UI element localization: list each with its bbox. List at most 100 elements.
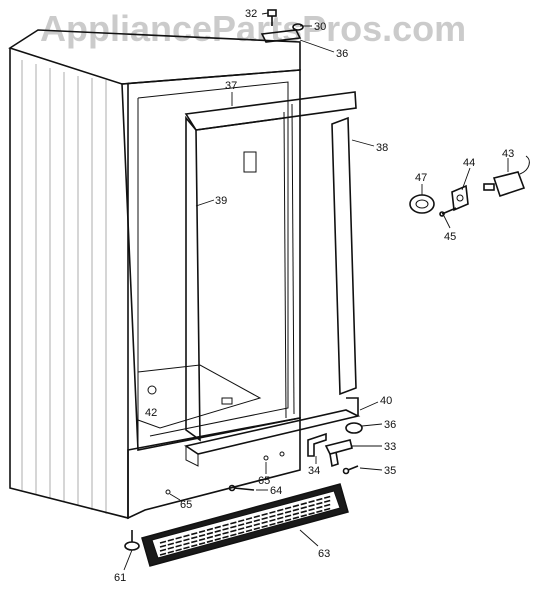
grille-slot	[175, 544, 182, 548]
grille-slot	[183, 534, 190, 538]
grille-slot	[214, 533, 221, 537]
grille-slot	[237, 519, 245, 523]
callout-42: 42	[145, 407, 157, 419]
callout-36b: 36	[384, 419, 396, 431]
callout-36: 36	[336, 48, 348, 60]
grille-slot	[261, 512, 268, 517]
grille-slot	[292, 504, 300, 508]
grille-slot	[284, 506, 292, 510]
grille-slot	[284, 510, 292, 514]
grille-slot	[237, 531, 245, 535]
grille-slot	[198, 533, 206, 538]
grille-slot	[191, 544, 198, 548]
screw-64	[228, 484, 255, 492]
grille-slot	[323, 499, 331, 503]
grille-slot	[167, 550, 175, 554]
grille-slot	[183, 546, 190, 550]
hinge-bracket-30	[260, 23, 304, 43]
toe-grille-63	[141, 483, 349, 567]
grille-slot	[323, 495, 331, 499]
door-gasket-frame	[184, 91, 357, 442]
grille-slot	[292, 516, 300, 520]
grille-slot	[230, 521, 237, 525]
grille-slot	[175, 536, 182, 540]
grille-slot	[175, 540, 182, 544]
grille-slot	[300, 502, 307, 506]
screw-32	[267, 9, 277, 26]
grille-slot	[269, 514, 276, 518]
grille-slot	[230, 525, 237, 529]
grille-slot	[300, 510, 307, 514]
grille-slot	[261, 516, 268, 521]
grille-slot	[261, 524, 268, 529]
grille-slot	[214, 525, 221, 529]
grille-slot	[269, 518, 276, 522]
grille-slot	[183, 542, 190, 546]
bottom-rail	[184, 397, 361, 467]
callout-40: 40	[380, 395, 392, 407]
callout-65: 65	[258, 475, 270, 487]
callout-43: 43	[502, 148, 514, 160]
callout-47: 47	[415, 172, 427, 184]
grille-slot	[206, 527, 214, 531]
screw-45	[439, 207, 457, 217]
grille-slot	[175, 548, 182, 552]
grille-slot	[261, 520, 268, 525]
callout-35: 35	[384, 465, 396, 477]
grille-slot	[316, 497, 323, 502]
grille-slot	[277, 520, 284, 524]
grille-slot	[284, 518, 292, 522]
grille-slot	[198, 537, 206, 542]
washer-36	[345, 422, 363, 434]
grille-slot	[230, 533, 237, 537]
grille-slot	[183, 538, 190, 542]
grille-slot	[300, 514, 307, 518]
thermostat-knob-47	[409, 194, 435, 214]
grille-slot	[206, 535, 214, 539]
hinge-pin-34	[307, 432, 327, 457]
grille-slot	[277, 516, 284, 520]
grille-slot	[245, 529, 253, 533]
grille-slot	[222, 523, 229, 527]
callout-63: 63	[318, 548, 330, 560]
cabinet	[8, 29, 301, 520]
grille-slot	[316, 509, 323, 514]
grille-slot	[253, 514, 261, 519]
callout-32: 32	[245, 8, 257, 20]
grille-slot	[198, 541, 206, 546]
grille-slot	[206, 539, 214, 543]
grille-slot	[316, 501, 323, 506]
thermostat-43	[483, 155, 530, 198]
callout-65b: 65	[180, 499, 192, 511]
grille-slot	[191, 532, 198, 536]
grille-slot	[269, 522, 276, 526]
grille-slot	[214, 529, 221, 533]
callout-44: 44	[463, 157, 475, 169]
screw-35	[342, 465, 359, 475]
callout-33: 33	[384, 441, 396, 453]
watermark: AppliancePartsPros.com	[40, 8, 467, 49]
grille-slot	[292, 512, 300, 516]
grille-slot	[245, 517, 253, 521]
grille-slot	[222, 527, 229, 531]
grille-slot	[308, 500, 315, 504]
grille-slot	[245, 521, 253, 525]
grille-slot	[214, 537, 221, 541]
grille-slot	[159, 552, 167, 556]
grille-slot	[308, 504, 315, 508]
hinge-33	[324, 439, 353, 468]
grille-slot	[316, 505, 323, 510]
callout-30: 30	[314, 21, 326, 33]
grille-slot	[284, 514, 292, 518]
grille-slot	[269, 510, 276, 514]
grille-slot	[191, 540, 198, 544]
grille-slot	[253, 526, 261, 531]
grille-slot	[253, 522, 261, 527]
grille-slot	[277, 512, 284, 516]
callout-61: 61	[114, 572, 126, 584]
grille-slot	[253, 518, 261, 523]
callout-45: 45	[444, 231, 456, 243]
callout-39: 39	[215, 195, 227, 207]
mounting-plate-44	[451, 184, 469, 212]
